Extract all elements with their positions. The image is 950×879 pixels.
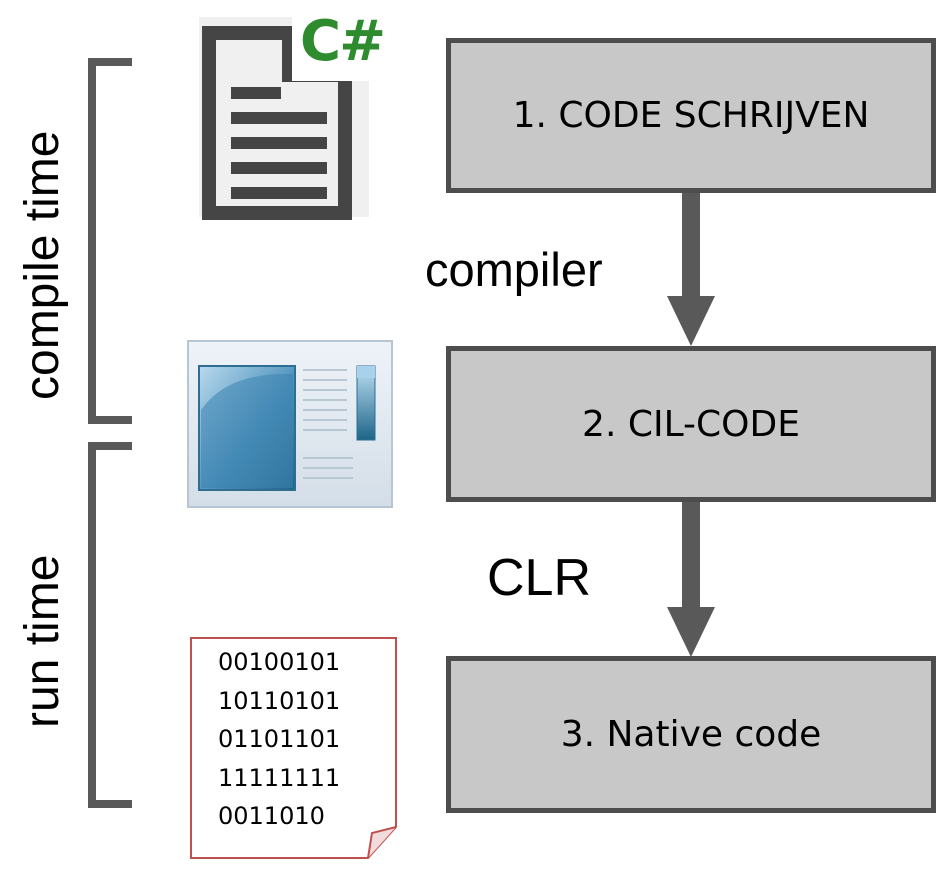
csharp-file-icon: C# [197,9,397,220]
edge-label-clr: CLR [487,549,592,607]
step-1-code-schrijven: 1. CODE SCHRIJVEN [446,38,936,193]
compile-time-bracket [88,58,132,424]
binary-line: 00100101 [218,648,341,676]
binary-line: 10110101 [218,686,341,715]
binary-document-icon: 00100101 10110101 01101101 11111111 0011… [190,637,397,859]
step-1-label: 1. CODE SCHRIJVEN [512,95,870,136]
cil-assembly-icon [187,340,393,508]
edge-label-compiler: compiler [425,243,603,296]
run-time-bracket [88,442,132,808]
arrow-clr [667,501,715,657]
step-2-cil-code: 2. CIL-CODE [446,346,936,502]
arrow-compiler [667,192,715,346]
binary-lines: 00100101 10110101 01101101 11111111 0011… [218,643,340,836]
step-3-native-code: 3. Native code [446,656,936,813]
csharp-badge: C# [300,9,386,74]
binary-line: 0011010 [218,802,325,830]
binary-line: 01101101 [218,725,341,753]
step-3-label: 3. Native code [560,714,822,755]
binary-line: 11111111 [218,763,341,792]
step-2-label: 2. CIL-CODE [582,403,800,445]
